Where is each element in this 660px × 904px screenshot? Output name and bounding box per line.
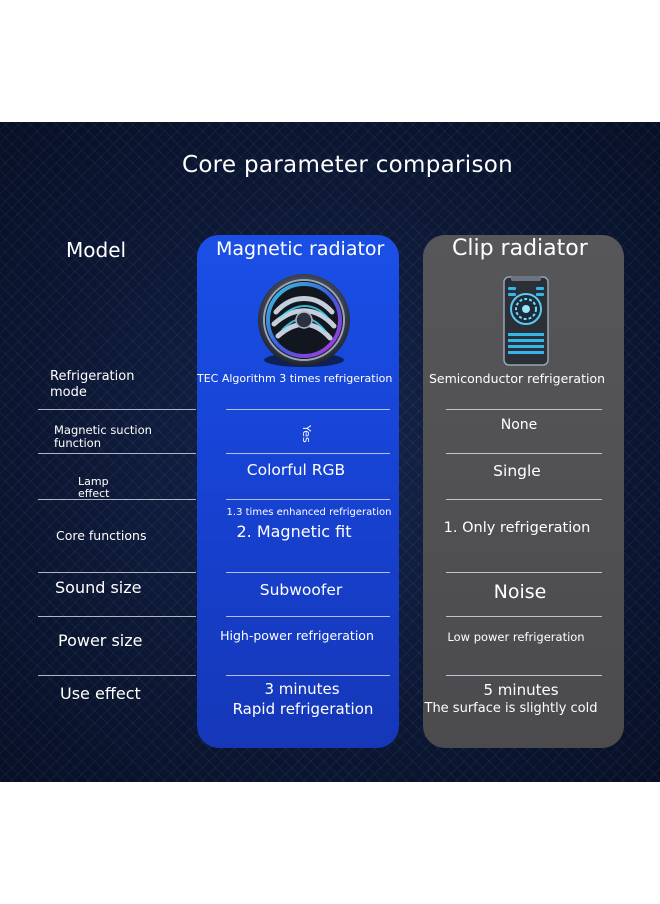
clip-radiator-image [503, 276, 549, 366]
row-divider [446, 499, 602, 500]
row-divider [38, 453, 196, 454]
clip-sound-size: Noise [493, 581, 547, 603]
magnetic-radiator-fan-image [258, 274, 350, 367]
page-title: Core parameter comparison [181, 152, 514, 178]
row-label-lamp-effect-2: effect [78, 487, 110, 500]
row-label-power-size: Power size [58, 631, 143, 650]
row-divider [226, 499, 390, 500]
row-label-refrigeration-mode-1: Refrigeration [50, 369, 135, 384]
row-divider [38, 572, 196, 573]
row-label-use-effect: Use effect [60, 684, 141, 703]
magnetic-core-functions-1: 1.3 times enhanced refrigeration [226, 507, 392, 518]
magnetic-suction-value: Yes [300, 425, 313, 443]
row-divider [38, 675, 196, 676]
magnetic-lamp-effect: Colorful RGB [246, 461, 346, 479]
magnetic-power-size: High-power refrigeration [220, 628, 374, 643]
clip-lamp-effect: Single [493, 462, 541, 480]
row-divider [226, 616, 390, 617]
clip-refrigeration-mode: Semiconductor refrigeration [428, 371, 606, 386]
row-divider [446, 675, 602, 676]
comparison-panel: Core parameter comparison Model Magnetic… [0, 122, 660, 782]
magnetic-use-effect-1: 3 minutes [264, 680, 340, 698]
row-divider [446, 616, 602, 617]
row-label-sound-size: Sound size [55, 578, 142, 597]
row-divider [38, 499, 196, 500]
row-divider [446, 572, 602, 573]
row-label-magnetic-suction-2: function [54, 436, 101, 450]
row-divider [226, 409, 390, 410]
clip-power-size: Low power refrigeration [447, 630, 585, 644]
clip-use-effect-1: 5 minutes [483, 681, 559, 699]
magnetic-refrigeration-mode: TEC Algorithm 3 times refrigeration [197, 372, 393, 385]
clip-core-functions: 1. Only refrigeration [443, 520, 591, 536]
row-divider [226, 572, 390, 573]
row-divider [38, 409, 196, 410]
row-divider [38, 616, 196, 617]
row-label-refrigeration-mode-2: mode [50, 385, 87, 400]
magnetic-radiator-heading: Magnetic radiator [216, 238, 385, 260]
row-divider [446, 409, 602, 410]
model-label: Model [66, 238, 127, 262]
row-divider [226, 675, 390, 676]
row-label-lamp-effect-1: Lamp [78, 475, 109, 488]
row-label-core-functions: Core functions [56, 528, 147, 543]
clip-use-effect-2: The surface is slightly cold [424, 701, 598, 716]
magnetic-core-functions-2: 2. Magnetic fit [236, 522, 352, 541]
magnetic-sound-size: Subwoofer [259, 581, 343, 599]
clip-radiator-heading: Clip radiator [452, 236, 588, 261]
row-divider [226, 453, 390, 454]
row-label-magnetic-suction-1: Magnetic suction [54, 423, 152, 437]
row-divider [446, 453, 602, 454]
magnetic-use-effect-2: Rapid refrigeration [232, 700, 374, 718]
clip-suction-value: None [500, 417, 538, 433]
